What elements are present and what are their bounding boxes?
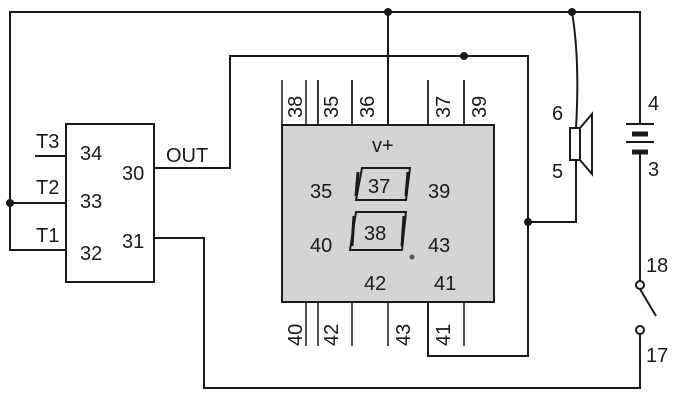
wire-right-bottom xyxy=(153,237,641,389)
segment-label-38: 38 xyxy=(364,223,386,245)
junction-left xyxy=(6,199,14,207)
battery-pin-4: 4 xyxy=(648,93,659,115)
seven-segment-display: 38 35 36 37 39 40 42 43 41 v+ 35 37 39 4… xyxy=(281,80,495,346)
wire-speaker-top xyxy=(570,10,579,130)
pin-number-33: 33 xyxy=(80,191,102,213)
pin-top-37: 37 xyxy=(433,96,455,118)
switch-pin-18: 18 xyxy=(646,255,668,277)
pin-number-30: 30 xyxy=(122,163,144,185)
wire-out xyxy=(153,55,529,223)
pin-label-t2: T2 xyxy=(36,177,59,199)
battery-pin-3: 3 xyxy=(648,159,659,181)
bottom-pin-leads xyxy=(305,302,465,346)
pin-bottom-41: 41 xyxy=(433,324,455,346)
switch-icon: 18 17 xyxy=(635,255,668,367)
pin-number-32: 32 xyxy=(80,243,102,265)
pin-label-t1: T1 xyxy=(36,225,59,247)
pin-top-38: 38 xyxy=(285,96,307,118)
pin-top-39: 39 xyxy=(469,96,491,118)
junction-top-mid xyxy=(384,8,392,16)
battery-icon: 4 3 xyxy=(626,93,659,181)
junction-out xyxy=(460,52,468,60)
speaker-icon: 6 5 xyxy=(552,103,593,183)
pin-bottom-42: 42 xyxy=(321,324,343,346)
junctions xyxy=(6,8,576,226)
segment-label-40: 40 xyxy=(310,235,332,257)
speaker-pin-6: 6 xyxy=(552,103,563,125)
pin-top-35: 35 xyxy=(321,96,343,118)
segment-label-42: 42 xyxy=(364,273,386,295)
speaker-pin-5: 5 xyxy=(552,161,563,183)
segment-label-43: 43 xyxy=(428,235,450,257)
ic-chip: T3 T2 T1 34 33 32 30 31 OUT xyxy=(36,123,208,283)
decimal-point-dot xyxy=(409,254,415,260)
segment-label-41: 41 xyxy=(434,273,456,295)
top-pin-tick-lines xyxy=(281,80,465,125)
pin-top-36: 36 xyxy=(357,96,379,118)
vplus-label: v+ xyxy=(372,135,394,157)
pin-number-34: 34 xyxy=(80,143,102,165)
junction-top-right xyxy=(568,8,576,16)
wire-speaker-bottom xyxy=(527,159,577,223)
segment-label-39: 39 xyxy=(428,181,450,203)
out-label: OUT xyxy=(166,145,208,167)
pin-label-t3: T3 xyxy=(36,131,59,153)
junction-right xyxy=(524,218,532,226)
segment-bars xyxy=(350,171,410,247)
segment-label-37: 37 xyxy=(368,176,390,198)
pin-number-31: 31 xyxy=(122,231,144,253)
switch-pin-17: 17 xyxy=(646,345,668,367)
wires xyxy=(9,10,641,389)
pin-bottom-43: 43 xyxy=(393,324,415,346)
segment-label-35: 35 xyxy=(310,181,332,203)
pin-bottom-40: 40 xyxy=(285,324,307,346)
